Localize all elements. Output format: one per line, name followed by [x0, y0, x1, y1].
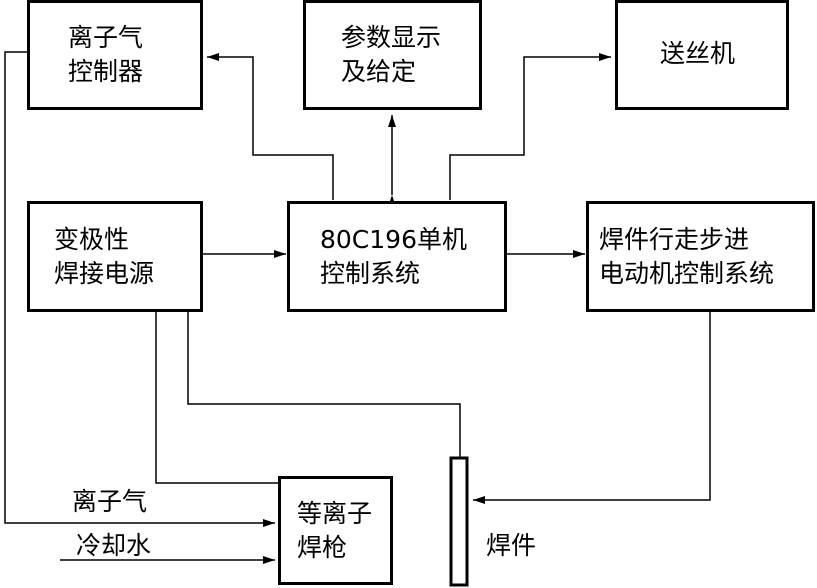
stepper-motor-control-box: 焊件行走步进 电动机控制系统	[586, 201, 815, 312]
mcu-control-system-line1: 80C196单机	[320, 224, 467, 254]
plasma-torch-box: 等离子 焊枪	[278, 476, 393, 585]
ion-gas-controller-line2: 控制器	[68, 57, 144, 86]
coolant-label: 冷却水	[76, 531, 152, 560]
stepper-motor-control-line1: 焊件行走步进	[599, 224, 750, 254]
mcu-control-system-box: 80C196单机 控制系统	[287, 201, 507, 312]
ion-gas-label: 离子气	[72, 487, 148, 516]
mcu-to-wire-feeder-line	[449, 53, 611, 200]
plasma-torch-line1: 等离子	[297, 498, 373, 528]
workpiece-label: 焊件	[486, 531, 537, 560]
power-to-torch-line	[155, 312, 281, 484]
variable-polarity-power-line1: 变极性	[54, 224, 130, 254]
mcu-control-system-line2: 控制系统	[320, 258, 421, 288]
plasma-torch-line2: 焊枪	[297, 532, 348, 562]
ion-gas-ctrl-to-torch-line	[4, 51, 275, 527]
stepper-to-workpiece-line	[473, 312, 711, 504]
stepper-motor-control-line2: 电动机控制系统	[599, 258, 775, 288]
ion-gas-controller-box: 离子气 控制器	[27, 0, 203, 110]
param-display-line2: 及给定	[341, 57, 417, 86]
wire-feeder-line1: 送丝机	[660, 39, 736, 68]
ion-gas-controller-line1: 离子气	[68, 23, 144, 53]
workpiece-plate	[449, 456, 469, 587]
param-display-box: 参数显示 及给定	[303, 0, 482, 110]
param-display-line1: 参数显示	[341, 23, 442, 53]
variable-polarity-power-box: 变极性 焊接电源	[27, 201, 203, 312]
wire-feeder-box: 送丝机	[615, 0, 789, 110]
power-to-workpiece-line	[187, 312, 461, 458]
mcu-to-ion-gas-ctrl-line	[207, 53, 334, 200]
variable-polarity-power-line2: 焊接电源	[54, 258, 155, 288]
